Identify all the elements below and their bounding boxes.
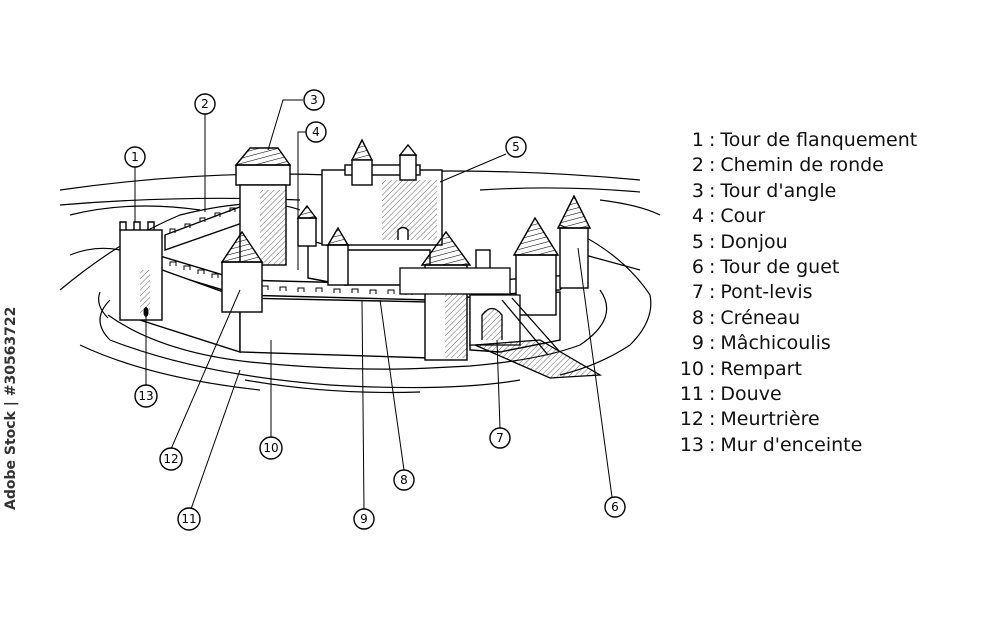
callout-12-number: 12 — [163, 452, 178, 466]
legend-label: Tour de guet — [720, 255, 840, 278]
legend-number: 4 — [691, 205, 704, 228]
callout-13-number: 13 — [138, 389, 153, 403]
callout-8-number: 8 — [400, 473, 408, 487]
legend-label: Mur d'enceinte — [720, 433, 863, 456]
legend-number: 11 — [679, 382, 704, 405]
legend-label: Tour d'angle — [720, 179, 837, 202]
legend-item-11: 11:Douve — [668, 382, 917, 407]
callout-5-number: 5 — [512, 140, 520, 154]
legend-item-2: 2:Chemin de ronde — [668, 153, 917, 178]
moat — [98, 289, 608, 370]
callout-numbers: 1 2 3 4 5 6 7 8 9 10 11 12 13 — [131, 93, 619, 526]
gate-and-drawbridge — [399, 267, 603, 379]
legend-label: Chemin de ronde — [720, 154, 884, 177]
legend-item-9: 9:Mâchicoulis — [668, 331, 917, 356]
legend-number: 12 — [679, 408, 704, 431]
legend-item-12: 12:Meurtrière — [668, 407, 917, 432]
legend-number: 8 — [691, 306, 704, 329]
legend-item-7: 7:Pont-levis — [668, 280, 917, 305]
legend-number: 6 — [691, 255, 704, 278]
legend-item-6: 6:Tour de guet — [668, 255, 917, 280]
legend-item-4: 4:Cour — [668, 204, 917, 229]
callout-2-number: 2 — [201, 97, 209, 111]
callout-3-number: 3 — [310, 93, 318, 107]
legend-label: Cour — [720, 205, 766, 228]
legend-label: Donjou — [720, 230, 788, 253]
legend-label: Tour de flanquement — [720, 129, 918, 151]
legend-label: Meurtrière — [720, 408, 820, 431]
landscape — [59, 170, 661, 394]
legend-item-5: 5:Donjou — [668, 230, 917, 255]
arrow-slit — [143, 307, 149, 317]
legend-item-10: 10:Rempart — [668, 357, 917, 382]
legend-label: Pont-levis — [720, 281, 813, 304]
legend-number: 3 — [691, 179, 704, 202]
legend-number: 1 — [691, 129, 704, 151]
stock-credit: Adobe Stock | #30563722 — [3, 306, 19, 510]
callout-6-number: 6 — [611, 500, 619, 514]
callout-10-number: 10 — [263, 441, 278, 455]
callout-markers — [124, 89, 626, 531]
leader-lines — [134, 99, 613, 510]
legend-number: 9 — [691, 332, 704, 355]
callout-11-number: 11 — [181, 512, 196, 526]
legend-label: Créneau — [720, 306, 801, 329]
legend: 1:Tour de flanquement 2:Chemin de ronde … — [668, 128, 917, 458]
legend-item-1: 1:Tour de flanquement — [668, 128, 917, 153]
legend-number: 2 — [691, 154, 704, 177]
legend-item-13: 13:Mur d'enceinte — [668, 433, 917, 458]
callout-7-number: 7 — [496, 431, 504, 445]
callout-9-number: 9 — [360, 512, 368, 526]
legend-label: Douve — [720, 382, 782, 405]
callout-1-number: 1 — [131, 150, 139, 164]
legend-number: 7 — [691, 281, 704, 304]
legend-number: 10 — [679, 357, 704, 380]
legend-item-3: 3:Tour d'angle — [668, 179, 917, 204]
legend-label: Mâchicoulis — [720, 332, 831, 355]
legend-item-8: 8:Créneau — [668, 306, 917, 331]
callout-4-number: 4 — [312, 125, 320, 139]
towers — [119, 138, 592, 361]
legend-number: 5 — [691, 230, 704, 253]
legend-number: 13 — [679, 433, 704, 456]
legend-label: Rempart — [720, 357, 802, 380]
